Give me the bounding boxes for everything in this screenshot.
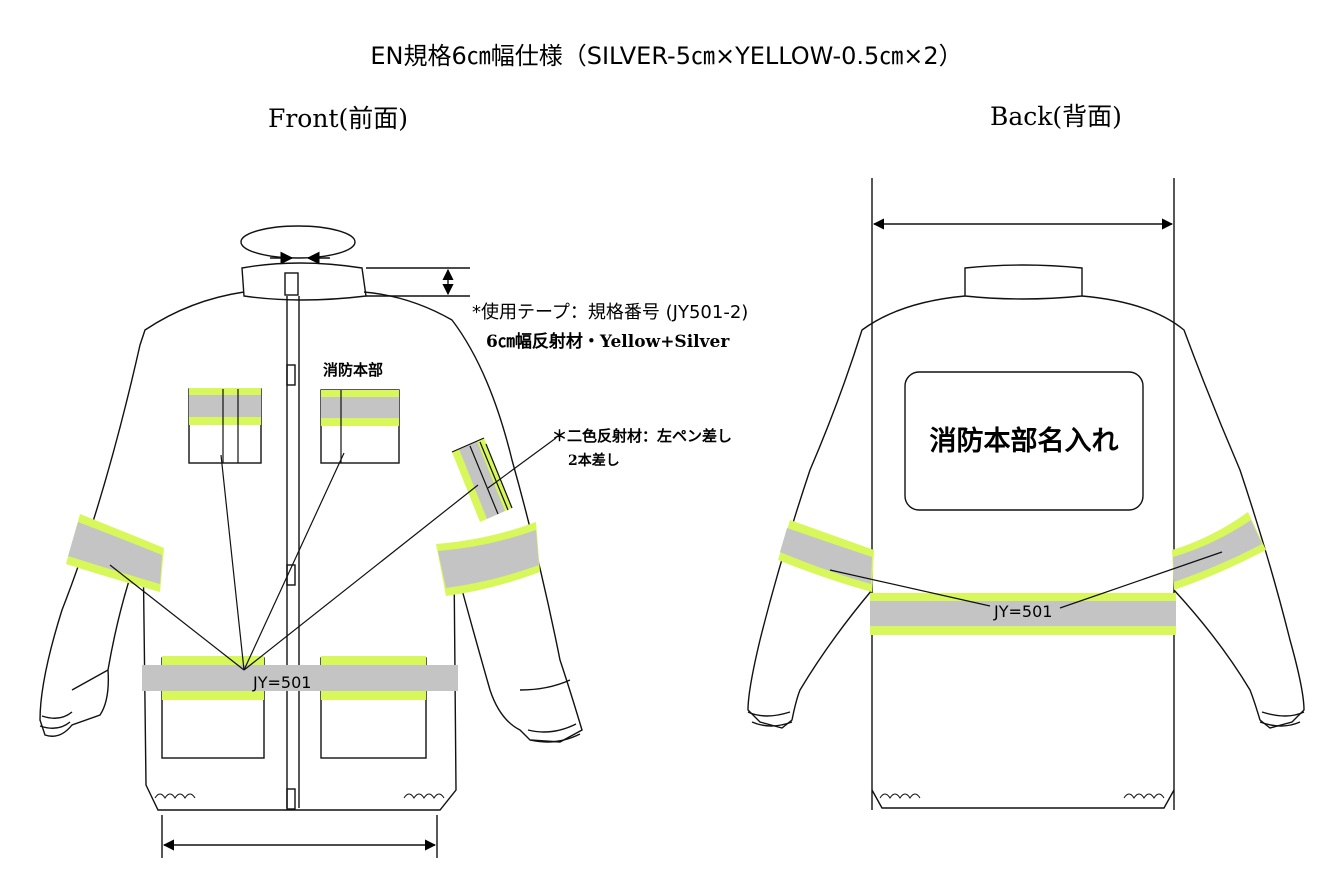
tape-material-note: 6㎝幅反射材・Yellow+Silver bbox=[486, 332, 730, 352]
back-collar bbox=[964, 264, 1083, 300]
front-view-label: Front(前面) bbox=[268, 104, 409, 133]
front-collar bbox=[241, 262, 367, 301]
front-tape-label: JY=501 bbox=[253, 673, 312, 692]
front-tape-details bbox=[109, 389, 557, 671]
sleeve-note-line2: 2本差し bbox=[568, 453, 620, 469]
tape-spec-note: *使用テープ：規格番号 (JY501-2) bbox=[472, 302, 749, 323]
back-leader-lines bbox=[829, 551, 1223, 609]
back-body-outline bbox=[747, 295, 1305, 729]
back-view-label: Back(背面) bbox=[990, 102, 1122, 131]
hem-width-measure bbox=[161, 815, 438, 858]
back-tape-label: JY=501 bbox=[994, 602, 1053, 621]
neck-measure-ellipse bbox=[240, 225, 356, 259]
back-name-text: 消防本部名入れ bbox=[929, 426, 1119, 457]
front-reflective-tapes bbox=[66, 388, 540, 700]
chest-dept-text: 消防本部 bbox=[323, 361, 384, 379]
sleeve-note-line1: ＊二色反射材：左ペン差し bbox=[552, 427, 733, 445]
diagram-title: EN規格6㎝幅仕様（SILVER-5㎝×YELLOW-0.5㎝×2） bbox=[370, 42, 963, 70]
back-jacket bbox=[747, 178, 1305, 810]
back-name-panel bbox=[904, 371, 1144, 511]
